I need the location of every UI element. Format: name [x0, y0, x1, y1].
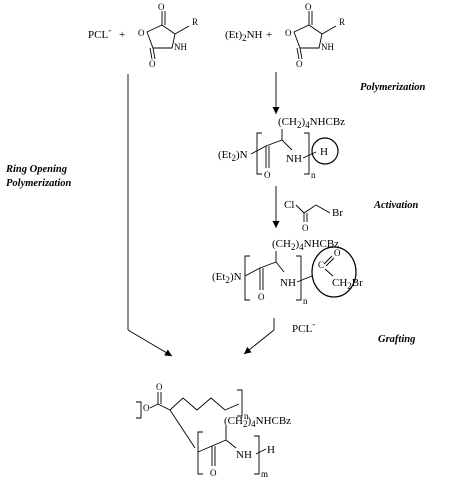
grafting-arrow-head: [243, 329, 275, 355]
svg-text:O: O: [156, 382, 163, 392]
svg-text:O: O: [302, 223, 309, 233]
svg-text:O: O: [264, 170, 271, 180]
svg-text:O: O: [334, 248, 341, 258]
graft-side-chain-label: (CH2)4NHCBz: [224, 415, 291, 429]
svg-text:NH: NH: [321, 42, 334, 52]
diethylamine-label: (Et)2NH: [225, 29, 263, 43]
svg-text:Br: Br: [332, 207, 343, 219]
svg-text:C: C: [318, 260, 324, 270]
reactant-row: PCL- + O O R NH O (Et)2NH + O O: [88, 2, 345, 69]
svg-text:H: H: [320, 146, 328, 158]
nca-monomer: O O R NH O: [138, 2, 198, 69]
svg-text:NH: NH: [286, 153, 302, 165]
svg-text:R: R: [339, 17, 345, 27]
svg-text:n: n: [244, 411, 249, 421]
svg-text:NH: NH: [174, 42, 187, 52]
svg-text:m: m: [261, 469, 268, 479]
svg-text:n: n: [303, 296, 308, 306]
ch2br-label: CH2Br: [332, 277, 363, 291]
nca-monomer-2: O O R NH O: [285, 2, 345, 69]
pcl-label: PCL-: [88, 25, 111, 41]
ring-opening-label-line1: Ring Opening: [5, 164, 67, 175]
activation-label: Activation: [373, 200, 418, 211]
grafting-reagent-label: PCL-: [292, 319, 315, 335]
svg-text:H: H: [267, 444, 275, 456]
svg-text:O: O: [138, 28, 145, 38]
svg-text:n: n: [311, 170, 316, 180]
ring-opening-arrow-head: [127, 329, 173, 357]
bromoacetyl-chloride: Cl O Br: [284, 199, 343, 233]
svg-text:O: O: [305, 2, 312, 12]
svg-text:NH: NH: [280, 277, 296, 289]
svg-text:O: O: [285, 28, 292, 38]
polypeptide-structure: (CH2)4NHCBz (Et2)N O NH n H: [218, 116, 345, 180]
activated-polypeptide: (CH2)4NHCBz (Et2)N O NH n C O CH2Br: [212, 238, 363, 306]
graft-copolymer: O O n O (CH2)4NHCBz NH m H: [136, 382, 291, 479]
side-chain-label-2: (CH2)4NHCBz: [272, 238, 339, 252]
svg-text:O: O: [149, 59, 156, 69]
end-group-label: (Et2)N: [218, 149, 248, 163]
svg-text:O: O: [158, 2, 165, 12]
svg-text:O: O: [143, 403, 150, 413]
plus-sign: +: [119, 29, 125, 41]
grafting-label: Grafting: [378, 334, 415, 345]
svg-text:NH: NH: [236, 449, 252, 461]
polymerization-label: Polymerization: [360, 82, 425, 93]
svg-text:Cl: Cl: [284, 199, 294, 211]
ring-opening-label-line2: Polymerization: [6, 178, 71, 189]
svg-text:O: O: [210, 468, 217, 478]
svg-text:R: R: [192, 17, 198, 27]
svg-text:O: O: [258, 292, 265, 302]
side-chain-label: (CH2)4NHCBz: [278, 116, 345, 130]
svg-text:O: O: [296, 59, 303, 69]
plus-sign-2: +: [266, 29, 272, 41]
end-group-label-2: (Et2)N: [212, 271, 242, 285]
